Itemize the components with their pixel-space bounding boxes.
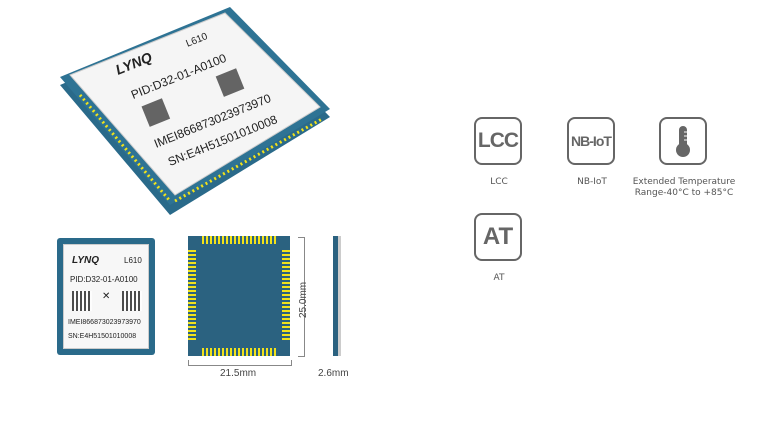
qr-code-left xyxy=(72,291,92,311)
thermometer-icon xyxy=(659,117,707,165)
lcc-label: LCC xyxy=(490,177,508,187)
height-dimension: 25.0mm xyxy=(298,281,309,318)
front-sn: SN:E4H51501010008 xyxy=(68,333,137,340)
width-dimension: 21.5mm xyxy=(220,368,257,379)
nb-iot-label: NB-IoT xyxy=(577,177,607,187)
at-icon: AT xyxy=(474,213,522,261)
qr-code-right xyxy=(122,291,142,311)
module-front-view: LYNQ L610 PID:D32-01-A0100 ✕ IMEI8668730… xyxy=(57,238,155,355)
front-pid: PID:D32-01-A0100 xyxy=(70,275,138,284)
front-brand: LYNQ xyxy=(72,255,100,266)
module-3d-image: LYNQ L610 PID:D32-01-A0100 IMEI866873023… xyxy=(60,7,330,215)
nb-iot-icon: NB-IoT xyxy=(567,117,615,165)
temperature-label-line1: Extended Temperature xyxy=(632,177,736,187)
recycle-bin-icon: ✕ xyxy=(102,291,111,302)
module-bottom-view xyxy=(188,236,290,356)
height-dimension-line xyxy=(298,237,305,357)
width-dimension-line xyxy=(188,360,292,366)
lcc-icon: LCC xyxy=(474,117,522,165)
at-label: AT xyxy=(493,273,505,283)
temperature-label-line2: Range-40°C to +85°C xyxy=(634,188,734,198)
temperature-label: Extended Temperature Range-40°C to +85°C xyxy=(624,177,744,199)
front-model: L610 xyxy=(124,256,142,265)
thickness-dimension: 2.6mm xyxy=(318,368,349,379)
module-side-view xyxy=(333,236,341,356)
front-imei: IMEI866873023973970 xyxy=(68,319,141,326)
